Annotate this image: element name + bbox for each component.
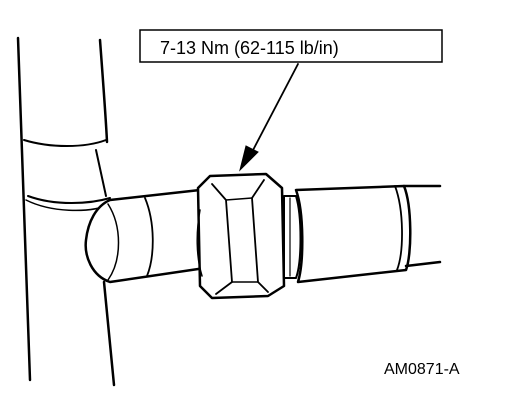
horizontal-tube xyxy=(84,188,207,284)
figure-id: AM0871-A xyxy=(384,361,460,378)
leader-arrow xyxy=(239,63,299,172)
hex-nut xyxy=(196,172,286,300)
torque-spec-label: 7-13 Nm (62-115 lb/in) xyxy=(160,38,339,58)
torque-callout: 7-13 Nm (62-115 lb/in) xyxy=(139,29,443,63)
hose xyxy=(294,184,442,284)
pipe-collar xyxy=(23,139,113,212)
callout-box xyxy=(139,29,443,63)
vertical-pipe xyxy=(16,36,116,387)
arrowhead-icon xyxy=(239,145,259,172)
ferrule xyxy=(283,195,302,279)
